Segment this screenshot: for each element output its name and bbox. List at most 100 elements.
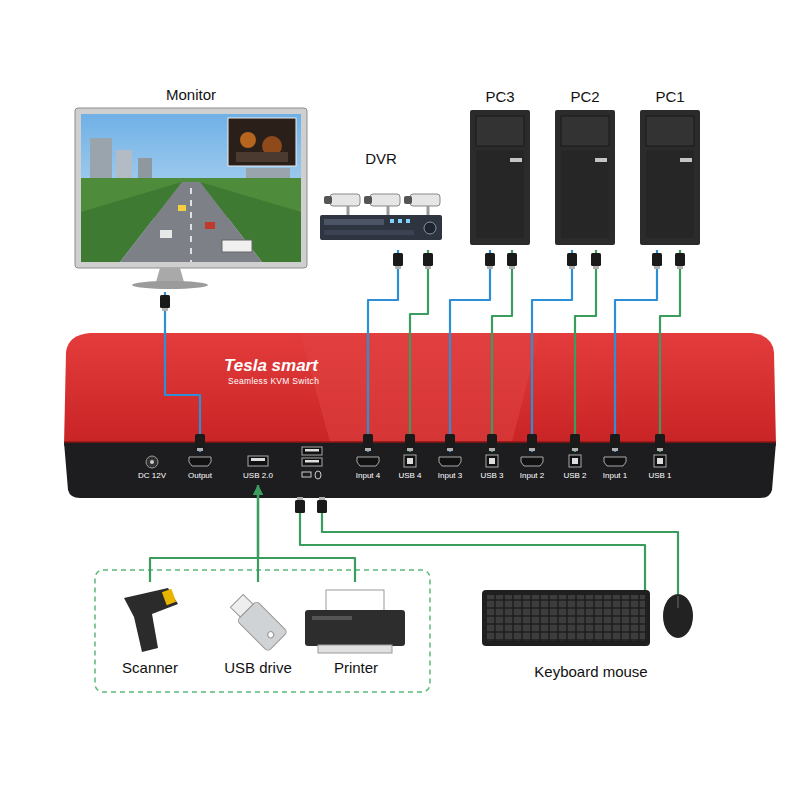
cable-plug [317,500,327,513]
keyboard-mouse-illustration-part [644,576,646,590]
pc-tower-illustration-part [595,158,607,162]
switch-port-glyph-part [657,458,663,464]
cable-connector [150,485,258,582]
switch-port-glyph-part [404,455,416,467]
cable-plug-tip [677,266,683,269]
usb-drive-illustration-part [266,630,274,638]
device-label: Printer [334,659,378,677]
port-box: USB 3 [472,452,512,485]
cable-plug [655,434,665,448]
switch-port-glyph-part [407,458,413,464]
switch-port-glyph-part [315,471,321,479]
dvr-illustration-part [410,194,440,206]
cable-plug-tip [365,448,371,451]
cable-plug-tip [569,266,575,269]
peripheral-group-frame-part [95,570,430,692]
cable-connector [258,485,355,582]
cable-plug [405,434,415,448]
cable-plug-tip [487,266,493,269]
port-label: USB 1 [648,471,671,481]
device-label: PC1 [655,88,684,106]
port-label: Input 3 [438,471,462,481]
pc-tower-illustration-part [470,110,530,245]
cable-plug-tip [572,448,578,451]
keyboard-mouse-illustration-part [482,590,650,646]
monitor-illustration [75,108,307,289]
cable-connector [575,250,596,452]
printer-illustration-part [312,616,352,620]
switch-port-glyph-part [486,455,498,467]
peripheral-box: USB drive [210,582,306,680]
monitor-illustration-part [236,152,288,162]
cable-plug [507,253,517,266]
cable-plug-tip [489,448,495,451]
pc-tower-illustration-part [555,110,615,245]
cable-connector [492,250,512,452]
dvr-illustration-part [424,222,436,234]
port-box: Input 3 [430,452,470,485]
switch-port-glyph-part [302,447,322,455]
port-label: DC 12V [138,471,166,481]
scanner-illustration-part [162,589,176,606]
cable-plug [363,434,373,448]
keyboard-mouse-illustration-part [663,594,693,638]
switch-port-glyph-part [305,460,319,463]
cable-plug-tip [319,497,325,500]
port-label: USB 2.0 [243,471,273,481]
dvr-illustration-part [390,219,394,223]
cable-plug-tip [395,266,401,269]
printer-illustration-part [305,610,405,646]
switch-port-glyph-part [654,455,666,467]
cable-connector [450,250,490,452]
device-label: PC3 [485,88,514,106]
cable-plug [675,253,685,266]
scanner-illustration-part [124,588,178,652]
switch-port-glyph-part [357,457,379,466]
cable-plug-tip [509,266,515,269]
dvr-illustration-part [398,219,402,223]
usb-drive-illustration-part [227,591,288,652]
switch-port-glyph-part [248,456,268,466]
brand-text: Tesla smart [224,356,318,376]
monitor-illustration-part [160,230,172,238]
switch-port-glyph-part [302,458,322,466]
switch-port-glyph-part [251,458,265,461]
cable-plug [393,253,403,266]
port-label: USB 2 [563,471,586,481]
device-label-box: PC2 [553,88,617,250]
port-box: USB 1 [640,452,680,485]
cable-connector [532,250,572,452]
pc-tower-illustration-part [680,158,692,162]
switch-port-glyph-part [521,457,543,466]
pc-tower-illustration-part [561,150,609,238]
cable-plug [195,434,205,448]
scanner-illustration [124,588,178,652]
monitor-illustration-part [81,114,301,262]
usb-drive-illustration-part [230,594,253,617]
keyboard-mouse-illustration-part [487,595,645,641]
switch-port-glyph-part [439,457,461,466]
device-label-box: PC1 [638,88,702,250]
switch-port-glyph-part [150,460,154,464]
kvm-switch-box: Tesla smartSeamless KVM SwitchDC 12VOutp… [64,330,776,498]
dvr-illustration-part [370,194,400,206]
cable-plug [567,253,577,266]
peripheral-box: Printer [300,582,412,680]
kvm-switch-body-part [64,441,776,443]
dvr-illustration-part [364,196,372,204]
cable-plug [160,295,170,308]
device-label-box: DVR [320,150,442,250]
pc-tower-illustration [470,110,700,245]
cable-connector [660,250,680,452]
monitor-illustration-part [240,132,256,148]
cable-plug-tip [162,308,168,311]
switch-port-glyph-part [569,455,581,467]
port-box: Input 4 [348,452,388,485]
port-label: Input 2 [520,471,544,481]
cable-plug-tip [612,448,618,451]
kvm-switch-body [64,333,776,498]
dvr-illustration-part [406,219,410,223]
cable-plug-tip [297,497,303,500]
cable-connector [368,250,398,452]
